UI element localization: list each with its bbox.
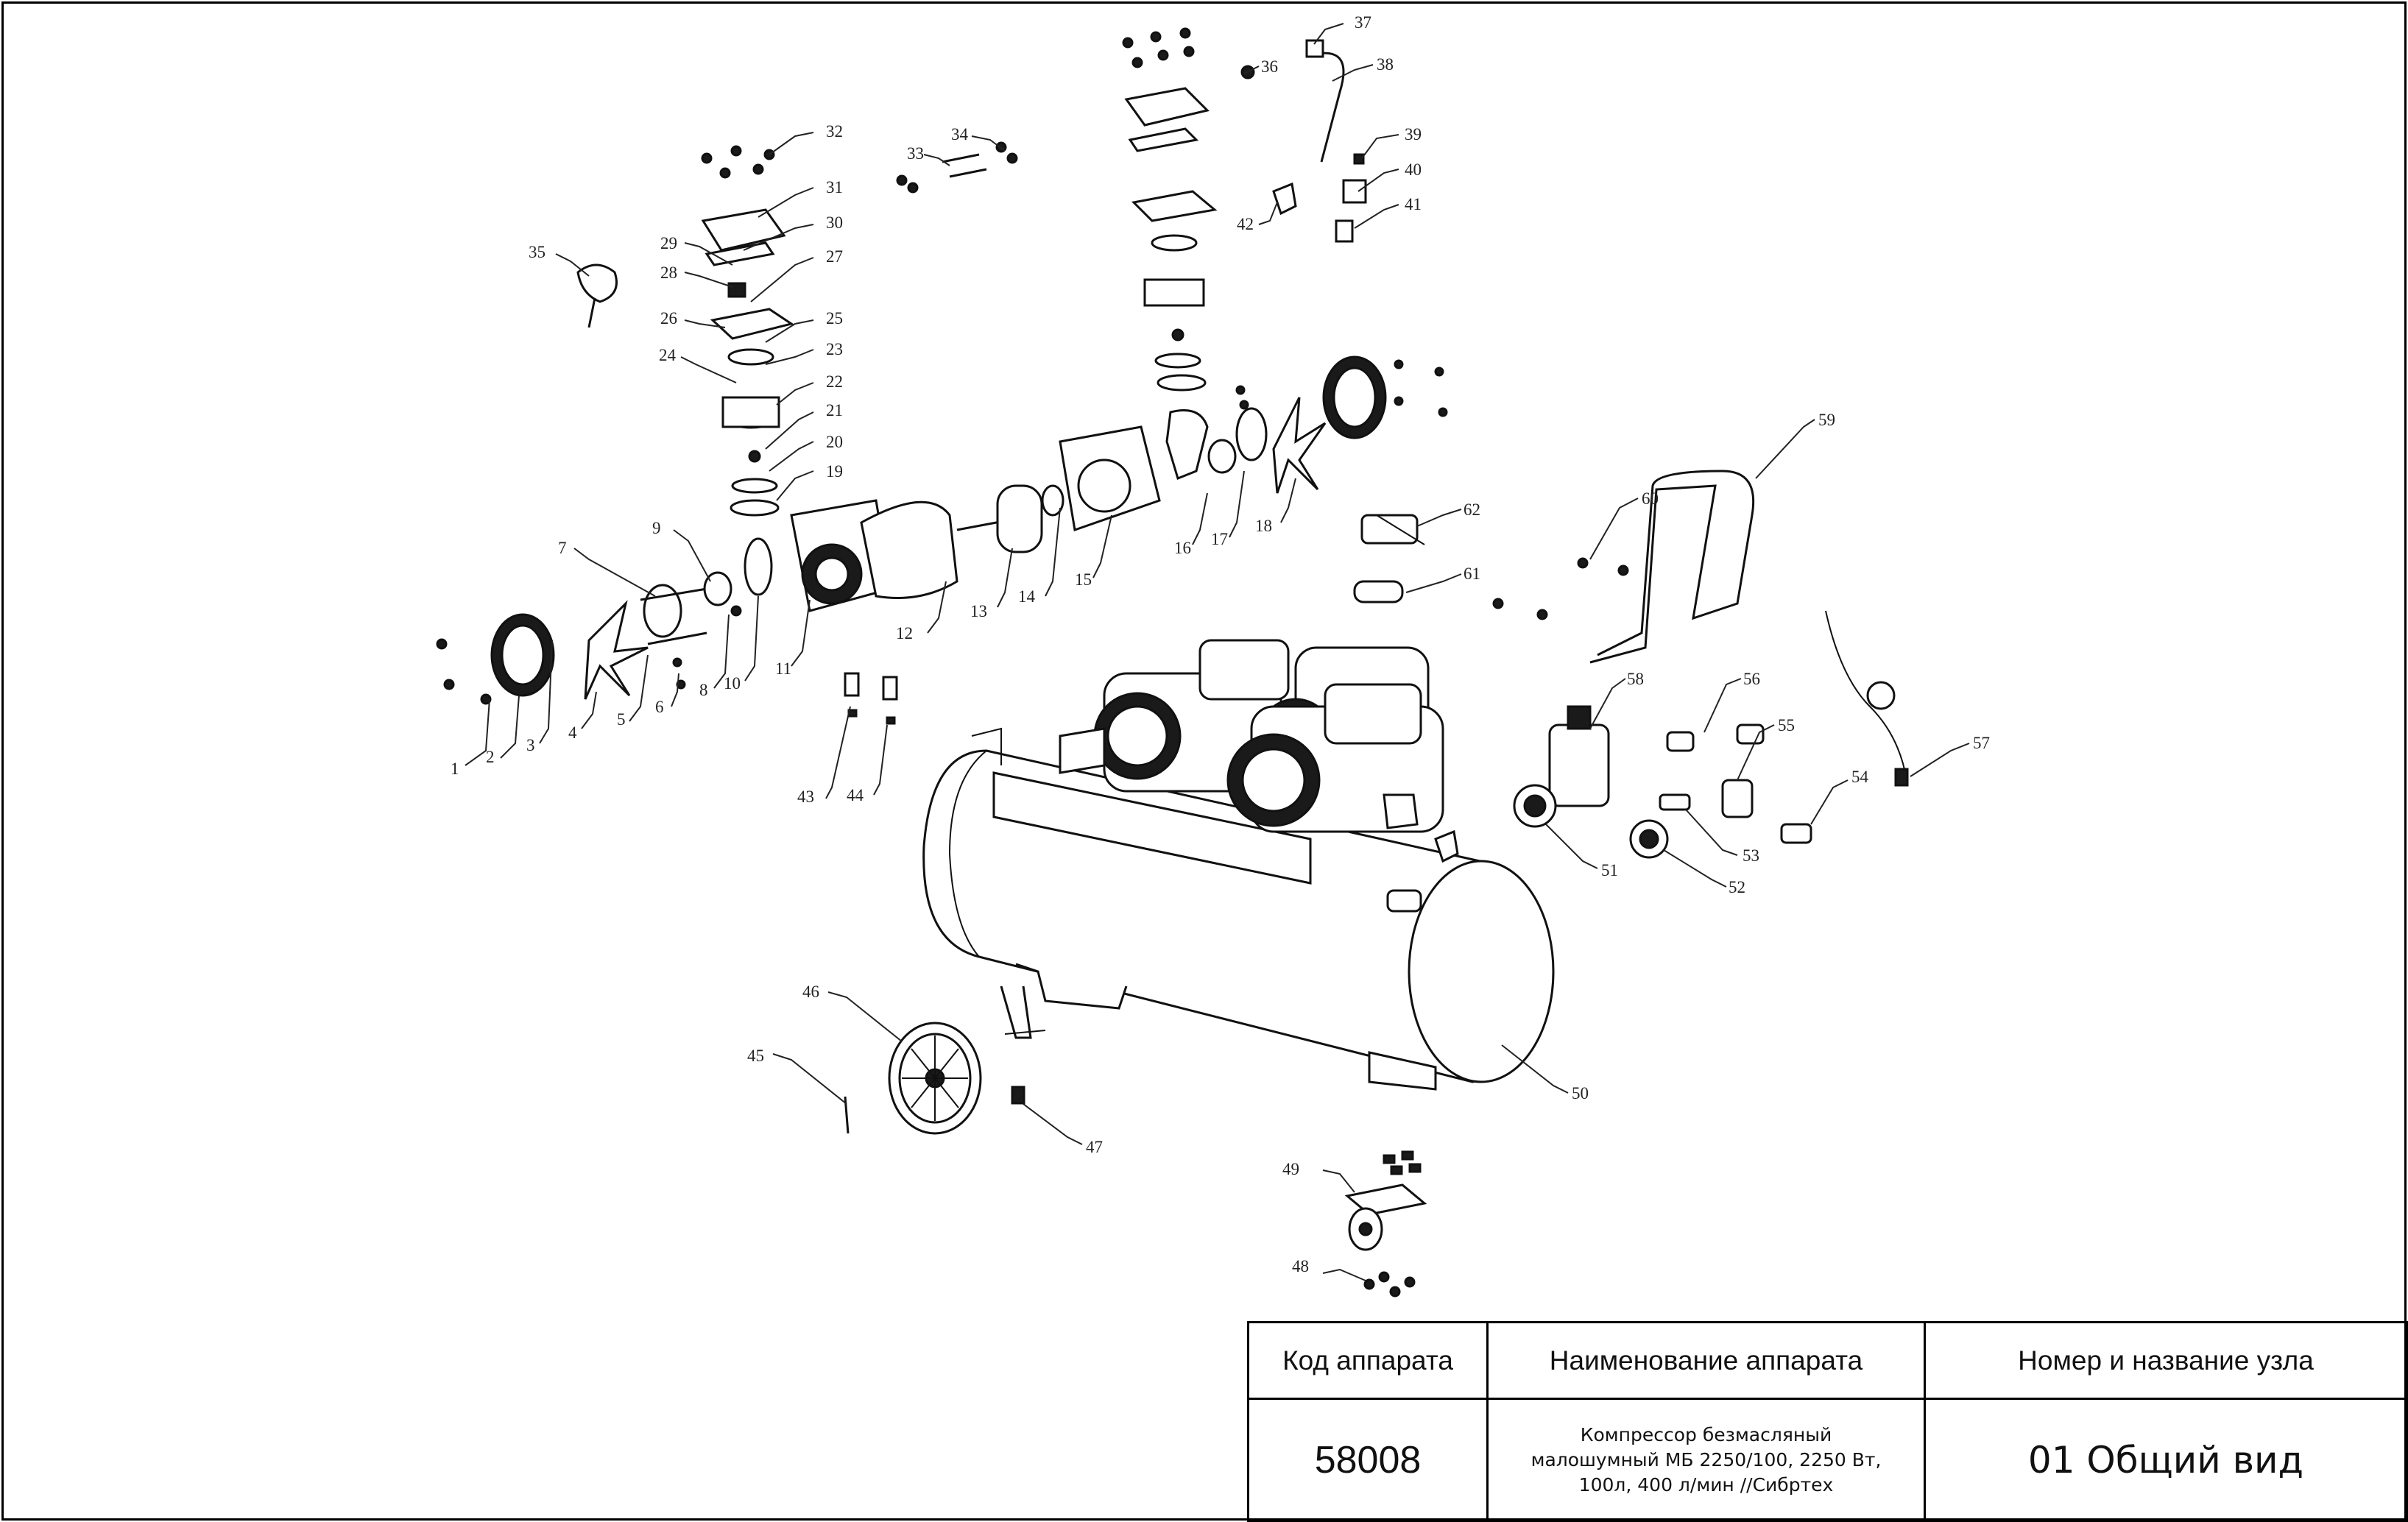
callout-19: 19 [826, 462, 843, 481]
callout-14: 14 [1018, 587, 1036, 606]
transport-handle [1589, 470, 1755, 664]
wheel [888, 1022, 982, 1135]
callout-49: 49 [1282, 1160, 1299, 1178]
callout-37: 37 [1355, 13, 1371, 32]
small-pipes [896, 141, 1018, 194]
piston-rod-lever [576, 263, 618, 328]
wheel-axle [844, 1096, 850, 1134]
callout-40: 40 [1405, 160, 1422, 179]
callout-48: 48 [1292, 1257, 1309, 1275]
callout-29: 29 [660, 234, 677, 252]
callout-51: 51 [1601, 861, 1618, 879]
callout-56: 56 [1743, 670, 1760, 688]
callout-50: 50 [1572, 1084, 1589, 1102]
callout-62: 62 [1463, 500, 1480, 519]
callout-41: 41 [1405, 195, 1422, 213]
callout-55: 55 [1778, 716, 1795, 735]
callout-46: 46 [802, 983, 819, 1001]
callout-7: 7 [558, 539, 567, 557]
device-name-line-2: малошумный МБ 2250/100, 2250 Вт, [1530, 1448, 1882, 1470]
right-cylinder-head-stack [1059, 27, 1448, 532]
caster-wheel [1344, 1150, 1427, 1298]
callout-numbers: 1 2 3 4 5 6 7 8 9 10 11 12 13 14 15 16 1… [451, 13, 1990, 1275]
unit-name: 01 Общий вид [1926, 1400, 2408, 1522]
callout-57: 57 [1973, 734, 1990, 752]
callout-10: 10 [724, 674, 741, 693]
callout-31: 31 [826, 178, 843, 197]
callout-22: 22 [826, 372, 843, 391]
air-receiver-tank [922, 727, 1555, 1091]
capacitor-and-box [1353, 514, 1629, 620]
callout-21: 21 [826, 401, 843, 420]
callout-9: 9 [652, 519, 661, 537]
callout-15: 15 [1075, 570, 1092, 589]
callout-26: 26 [660, 309, 677, 328]
fittings-and-gauges [1513, 610, 1909, 859]
callout-1: 1 [451, 760, 459, 778]
header-device-code: Код аппарата [1249, 1323, 1489, 1400]
callout-33: 33 [907, 144, 924, 163]
header-unit-name: Номер и название узла [1926, 1323, 2408, 1400]
header-device-name: Наименование аппарата [1489, 1323, 1926, 1400]
callout-60: 60 [1642, 489, 1659, 508]
callout-61: 61 [1463, 564, 1480, 583]
callout-6: 6 [655, 698, 664, 716]
callout-4: 4 [568, 723, 577, 742]
callout-58: 58 [1627, 670, 1644, 688]
check-valves-43-44 [844, 672, 898, 725]
pressure-switch [1548, 705, 1610, 807]
device-name: Компрессор безмасляный малошумный МБ 225… [1489, 1400, 1926, 1522]
callout-38: 38 [1377, 55, 1394, 74]
callout-2: 2 [486, 748, 495, 766]
callout-18: 18 [1255, 517, 1272, 535]
callout-53: 53 [1743, 846, 1759, 865]
callout-16: 16 [1174, 539, 1191, 557]
callout-59: 59 [1818, 411, 1835, 429]
callout-12: 12 [896, 624, 913, 643]
callout-23: 23 [826, 340, 843, 358]
callout-11: 11 [775, 659, 791, 678]
device-code: 58008 [1249, 1400, 1489, 1522]
left-fan-and-motor [436, 484, 1064, 705]
callout-17: 17 [1211, 530, 1228, 548]
callout-25: 25 [826, 309, 843, 328]
device-name-line-3: 100л, 400 л/мин //Сибртех [1578, 1473, 1834, 1496]
callout-52: 52 [1729, 878, 1745, 896]
callout-30: 30 [826, 213, 843, 232]
callout-5: 5 [617, 710, 626, 729]
callout-54: 54 [1851, 768, 1869, 786]
callout-36: 36 [1261, 57, 1278, 76]
callout-13: 13 [970, 602, 987, 620]
callout-45: 45 [747, 1047, 764, 1065]
callout-27: 27 [826, 247, 843, 266]
callout-28: 28 [660, 263, 677, 282]
callout-3: 3 [526, 736, 535, 754]
callout-47: 47 [1086, 1138, 1103, 1156]
callout-42: 42 [1237, 215, 1254, 233]
wheel-nut [1011, 1086, 1025, 1105]
callout-24: 24 [659, 346, 677, 364]
callout-39: 39 [1405, 125, 1422, 144]
callout-43: 43 [797, 787, 814, 806]
device-name-line-1: Компрессор безмасляный [1580, 1423, 1832, 1445]
callout-8: 8 [699, 681, 708, 699]
callout-32: 32 [826, 122, 843, 141]
callout-35: 35 [529, 243, 545, 261]
callout-34: 34 [951, 125, 969, 144]
assembled-compressor-heads [1059, 639, 1444, 833]
callout-leaders [465, 23, 1970, 1281]
title-block: Код аппарата Наименование аппарата Номер… [1247, 1321, 2408, 1522]
left-cylinder-head-stack [701, 145, 794, 517]
callout-44: 44 [847, 786, 864, 804]
pressure-tube-fittings [1240, 39, 1367, 243]
callout-20: 20 [826, 433, 843, 451]
